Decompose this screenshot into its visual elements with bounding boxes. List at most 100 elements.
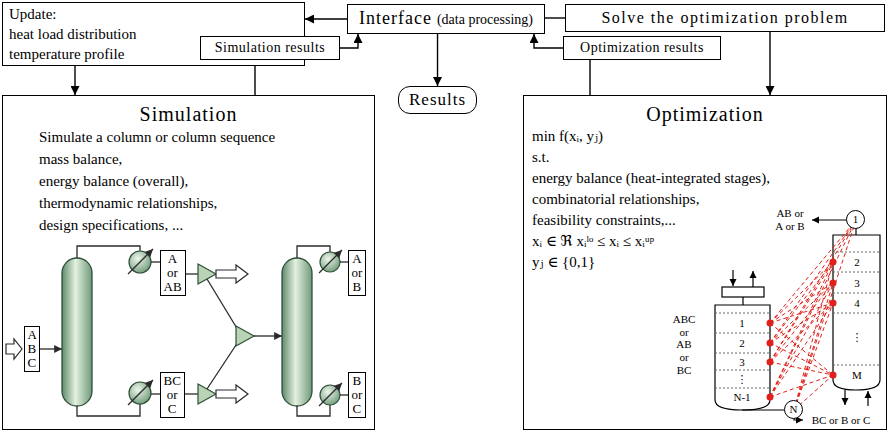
heat-integration-link	[770, 220, 856, 343]
stage-circle: N	[784, 400, 803, 419]
panel-text: energy balance (heat-integrated stages),	[524, 168, 886, 189]
vapor-arrow	[867, 391, 868, 406]
stage-dot	[830, 280, 837, 287]
heat-arrow	[319, 250, 342, 273]
panel-text: feasibility constraints,...	[524, 210, 886, 231]
panel-text: xᵢ ∈ ℜ xᵢˡᵒ ≤ xᵢ ≤ xᵢᵘᵖ	[524, 231, 886, 252]
stream-line	[207, 342, 238, 389]
splitter-symbol	[198, 264, 216, 284]
heat-integration-link	[770, 375, 833, 397]
box-label: Solve the optimization problem	[574, 7, 876, 29]
box-label: Simulation results	[209, 39, 331, 57]
stream-label: BC or B or C	[812, 414, 871, 427]
process-box: Solve the optimization problem	[565, 4, 885, 32]
connector	[74, 66, 75, 95]
connector	[437, 34, 438, 86]
stream-text: BC or C	[164, 374, 181, 416]
stream-line	[207, 279, 238, 330]
stream-text: A or AB	[164, 252, 182, 294]
stage-dot	[830, 259, 837, 266]
distributor-symbol	[722, 287, 764, 297]
heat-integration-link	[794, 303, 833, 410]
stage-dot	[767, 320, 774, 327]
heat-integration-link	[794, 220, 856, 410]
panel-text: Simulate a column or column sequence	[3, 126, 374, 148]
product-arrow	[812, 219, 850, 220]
heat-integration-link	[770, 362, 833, 375]
stage-dot	[830, 372, 837, 379]
heat-integration-link	[794, 283, 833, 410]
stream-line	[38, 348, 62, 349]
circle-label: 1	[853, 214, 859, 225]
mixer-symbol	[236, 326, 254, 346]
heat-arrow	[128, 380, 153, 405]
connector	[545, 17, 565, 18]
connector	[534, 34, 563, 48]
panel-text: yⱼ ∈ {0,1}	[524, 252, 886, 273]
column-symbol	[62, 258, 92, 406]
panel-heading: Simulation	[3, 102, 374, 126]
connector	[589, 60, 590, 95]
circle-label: N	[790, 404, 798, 415]
stream-text: B or C	[352, 374, 363, 416]
feed-arrow	[732, 270, 733, 286]
stream-line	[742, 297, 743, 305]
stage-number: ⋮	[737, 373, 748, 386]
panel-text: design specifications, ...	[3, 214, 374, 236]
stage-circle: 1	[846, 210, 865, 229]
heat-integration-link	[770, 220, 856, 362]
interface-box: Interface(data processing)	[347, 4, 545, 34]
panel-text: energy balance (overall),	[3, 170, 374, 192]
terminal-box: Results	[398, 86, 477, 114]
stage-number: ⋮	[852, 331, 863, 344]
stream-line	[254, 335, 282, 336]
stage-number: 3	[739, 356, 745, 369]
simulation-panel: SimulationSimulate a column or column se…	[2, 95, 375, 430]
product-arrow	[216, 265, 248, 283]
box-label: Update:	[9, 4, 298, 24]
stage-number: 2	[854, 256, 860, 269]
box-label: Results	[409, 90, 466, 110]
column-symbol	[282, 258, 312, 406]
stage-dot	[767, 340, 774, 347]
liquid-arrow	[844, 390, 845, 405]
heat-integration-link	[770, 262, 833, 362]
box-label: (data processing)	[437, 9, 533, 31]
stage-number: 3	[854, 277, 860, 290]
stage-number: M	[852, 369, 862, 382]
heat-integration-link	[794, 262, 833, 410]
feed-arrow	[6, 339, 22, 359]
panel-heading: Optimization	[524, 102, 886, 126]
optimization-panel: Optimizationmin f(xᵢ, yⱼ)s.t.energy bala…	[523, 95, 887, 430]
stage-number: N-1	[733, 391, 750, 404]
connector	[305, 18, 347, 19]
stage-number: 4	[854, 297, 860, 310]
connector	[340, 34, 358, 48]
panel-text: mass balance,	[3, 148, 374, 170]
heat-integration-link	[770, 220, 856, 397]
heat-arrow	[128, 249, 153, 274]
stage-dot	[767, 359, 774, 366]
heat-integration-link	[770, 262, 833, 343]
box-label: Interface	[359, 7, 432, 29]
stage-dot	[767, 394, 774, 401]
stream-box: A or B	[348, 250, 367, 296]
stream-box: A B C	[24, 326, 41, 372]
stream-line	[77, 404, 140, 416]
column-outline	[833, 235, 880, 390]
stream-label: ABC or AB or BC	[672, 313, 696, 376]
heat-arrow	[319, 383, 342, 406]
panel-text: thermodynamic relationships,	[3, 192, 374, 214]
column-outline	[715, 305, 770, 410]
stream-label: AB or A or B	[772, 207, 808, 232]
panel-text: s.t.	[524, 147, 886, 168]
stream-box: BC or C	[160, 372, 185, 418]
panel-text: combinatorial relationships,	[524, 189, 886, 210]
result-box: Simulation results	[200, 36, 340, 60]
vapor-arrow	[752, 271, 753, 287]
stream-line	[297, 405, 330, 416]
stage-dot	[830, 300, 837, 307]
stream-text: A B C	[28, 328, 37, 370]
product-arrow	[216, 385, 248, 403]
panel-text: min f(xᵢ, yⱼ)	[524, 126, 886, 147]
